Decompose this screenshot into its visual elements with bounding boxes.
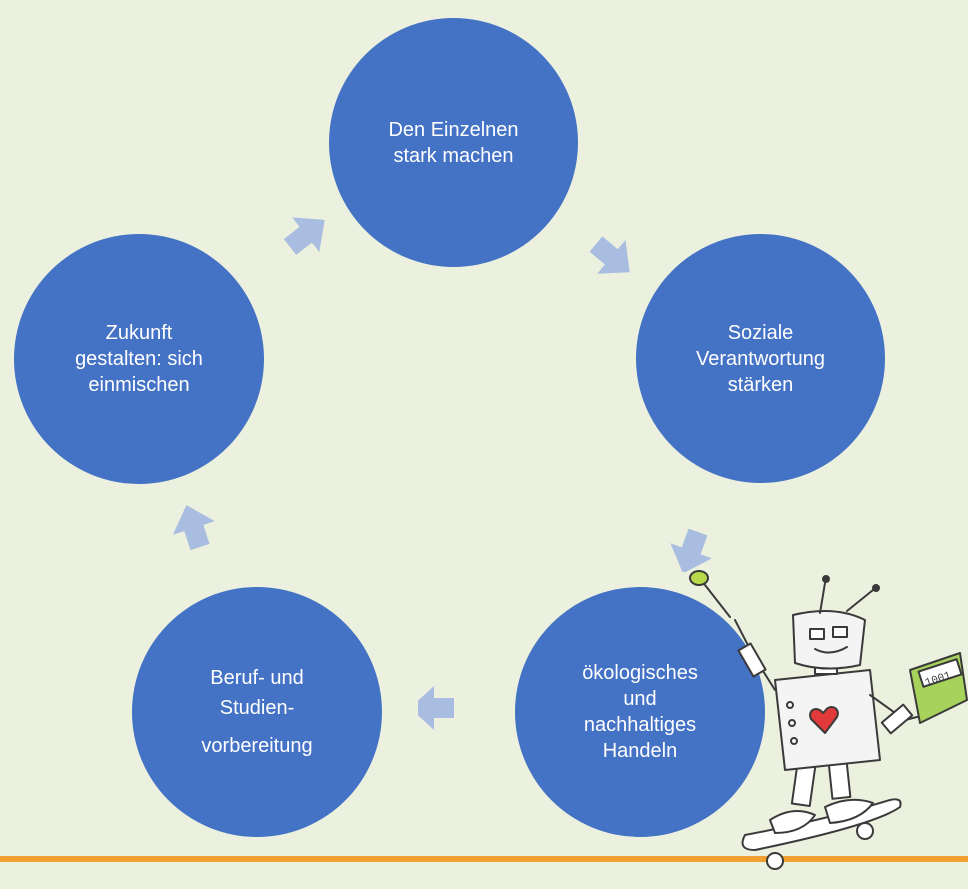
arrow-bottomright-to-bottomleft [418,686,454,730]
node-text-line: und [623,688,657,710]
node-den-einzelnen: Den Einzelnen stark machen [329,18,578,267]
node-text-line: Handeln [602,740,678,762]
node-text-line: Zukunft [105,322,173,344]
node-text-line: ökologisches [582,662,698,684]
node-text-line: Soziale [727,321,794,344]
arrow-right-to-bottomright [670,528,712,572]
node-text-line: stark machen [393,144,514,167]
node-oekologisches-handeln: ökologisches und nachhaltiges Handeln [515,587,765,837]
node-text-line: Verantwortung [696,347,825,370]
node-soziale-verantwortung: Soziale Verantwortung stärken [636,234,885,483]
node-text-line: gestalten: sich [75,348,203,370]
node-beruf-studienvorbereitung: Beruf- und Studien- vorbereitung [132,587,382,837]
node-text-line: nachhaltiges [583,714,697,736]
node-text-line: vorbereitung [201,735,313,757]
arrow-bottomleft-to-left [172,505,215,551]
node-text-line: einmischen [88,374,190,396]
arrow-left-to-top [283,217,325,255]
node-text-line: Beruf- und [210,667,304,689]
node-text-line: Den Einzelnen [388,118,519,141]
arrow-top-to-right [589,236,630,274]
robot-illustration: 1001 [689,570,968,870]
node-zukunft-gestalten: Zukunft gestalten: sich einmischen [14,234,264,484]
node-text-line: Studien- [219,697,295,719]
bottom-accent-bar [0,856,968,862]
node-text-line: stärken [727,373,794,396]
